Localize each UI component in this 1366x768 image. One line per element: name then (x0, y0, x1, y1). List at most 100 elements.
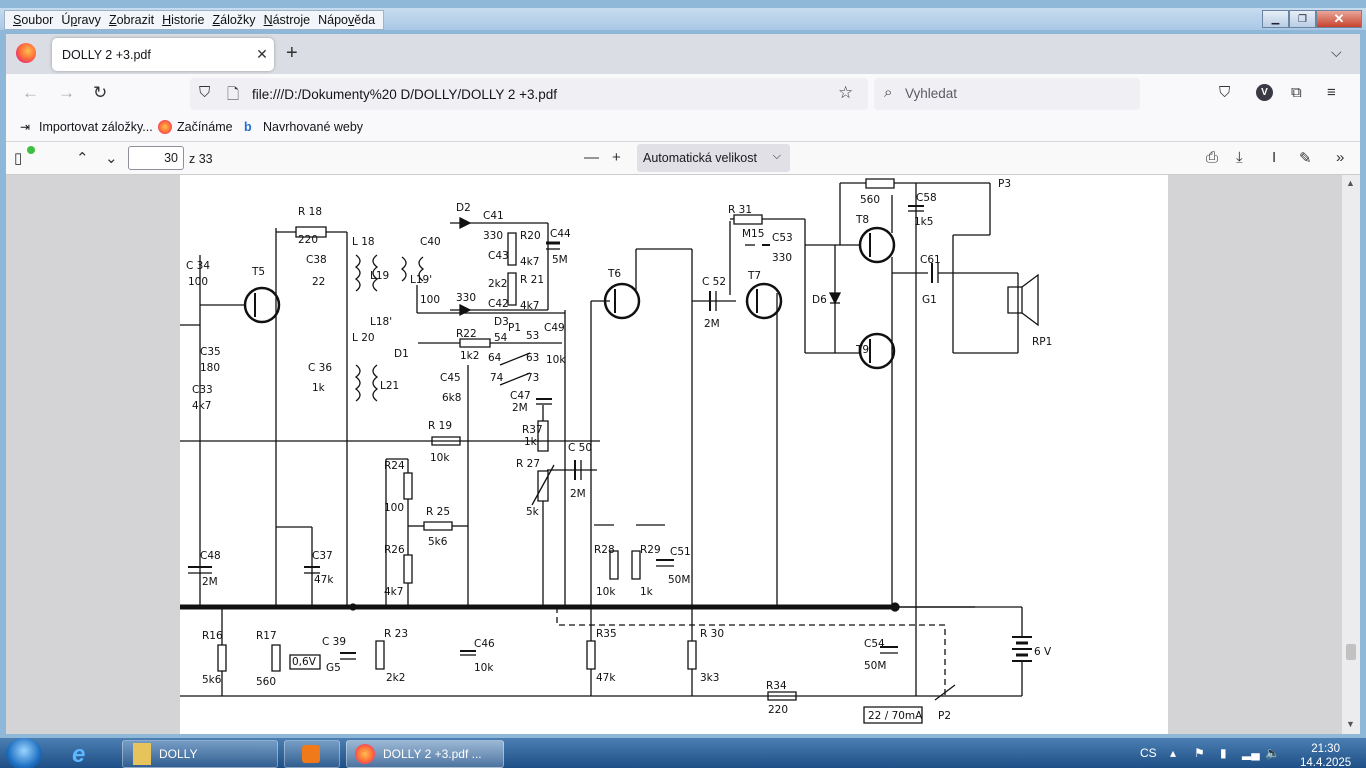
forward-arrow-icon[interactable]: → (58, 83, 75, 102)
bookmark-import[interactable]: ⇥ Importovat záložky... (20, 120, 153, 134)
taskbar-item-media[interactable] (284, 740, 340, 768)
hamburger-menu-icon[interactable]: ≡ (1327, 84, 1336, 101)
network-signal-icon[interactable]: ▂▄ (1242, 746, 1260, 760)
bookmark-getting-started-label: Začínáme (177, 120, 233, 134)
show-hidden-icons-icon[interactable]: ▴ (1170, 746, 1177, 760)
restore-button[interactable]: ❐ (1289, 10, 1316, 28)
schematic-label: 5M (552, 254, 568, 266)
bookmark-star-icon[interactable]: ☆ (838, 83, 854, 102)
scrollbar-thumb[interactable] (1346, 644, 1356, 660)
import-icon: ⇥ (20, 120, 31, 134)
schematic-label: 1k (640, 586, 654, 598)
draw-pen-icon[interactable]: ✎ (1299, 150, 1312, 167)
minimize-button[interactable]: ▁ (1262, 10, 1289, 28)
schematic-label: 10k (430, 452, 450, 464)
menu-bookmarks[interactable]: Záložky (212, 13, 256, 27)
pocket-icon[interactable]: ⛉ (1219, 84, 1231, 101)
battery-icon[interactable]: ▮ (1220, 746, 1227, 760)
schematic-label: R29 (640, 544, 661, 556)
taskbar-item-firefox[interactable]: DOLLY 2 +3.pdf ... (346, 740, 504, 768)
schematic-label: 5k6 (428, 536, 448, 548)
close-window-button[interactable]: ✕ (1316, 10, 1362, 28)
start-button[interactable] (6, 738, 42, 768)
taskbar-item-folder[interactable]: DOLLY (122, 740, 278, 768)
schematic-label: L18' (370, 316, 392, 328)
schematic-label: 5k (526, 506, 540, 518)
close-tab-icon[interactable]: ✕ (256, 46, 268, 62)
firefox-icon (355, 744, 375, 764)
print-icon[interactable]: ⎙ (1206, 149, 1219, 166)
menu-edit[interactable]: Úpravy (61, 13, 101, 27)
internet-explorer-icon[interactable]: e (72, 741, 86, 768)
extensions-icon[interactable]: ⧉ (1291, 84, 1302, 101)
reload-icon[interactable]: ↻ (93, 83, 108, 102)
menu-view[interactable]: Zobrazit (108, 13, 155, 27)
schematic-label: 64 (488, 352, 502, 364)
media-player-icon (302, 745, 320, 763)
menu-bar: Soubor Úpravy Zobrazit Historie Záložky … (4, 10, 385, 30)
schematic-label: C51 (670, 546, 691, 558)
tab-pdf[interactable]: DOLLY 2 +3.pdf ✕ (52, 38, 274, 71)
text-cursor-icon[interactable]: I (1272, 149, 1277, 166)
account-avatar[interactable]: V (1256, 84, 1273, 101)
zoom-select[interactable]: Automatická velikost ⌵ (637, 144, 790, 172)
zoom-out-icon[interactable]: — (584, 149, 599, 166)
bookmark-getting-started[interactable]: Začínáme (158, 120, 233, 134)
nav-bar: ← → ↻ ⛉ 🗋 file:///D:/Dokumenty%20 D/DOLL… (6, 74, 1360, 114)
bookmark-import-label: Importovat záložky... (39, 120, 153, 134)
schematic-label: T6 (607, 268, 621, 280)
action-center-flag-icon[interactable]: ⚑ (1194, 746, 1205, 760)
system-clock[interactable]: 21:30 14.4.2025 (1300, 742, 1351, 768)
schematic-label: 6 V (1034, 646, 1052, 658)
back-arrow-icon[interactable]: ← (22, 83, 39, 102)
schematic-label: 1k2 (460, 350, 479, 362)
page-number-input[interactable]: 30 (128, 146, 184, 170)
schematic-label: 100 (188, 276, 208, 288)
clock-date: 14.4.2025 (1300, 757, 1352, 768)
shield-icon[interactable]: ⛉ (199, 84, 211, 101)
save-icon[interactable]: ⤓ (1236, 149, 1243, 166)
menu-file[interactable]: Soubor (13, 13, 54, 27)
schematic-label: C 36 (308, 362, 332, 374)
schematic-label: 100 (384, 502, 404, 514)
scroll-down-icon[interactable]: ▼ (1346, 719, 1355, 729)
schematic-label: C 34 (186, 260, 210, 272)
scroll-up-icon[interactable]: ▲ (1346, 178, 1355, 188)
menu-history[interactable]: Historie (162, 13, 205, 27)
previous-page-icon[interactable]: ⌃ (76, 150, 89, 167)
list-tabs-chevron-icon[interactable]: ⌵ (1331, 44, 1342, 60)
schematic-label: R28 (594, 544, 615, 556)
url-text[interactable]: file:///D:/Dokumenty%20 D/DOLLY/DOLLY 2 … (252, 86, 558, 102)
page-icon[interactable]: 🗋 (227, 86, 240, 103)
volume-icon[interactable]: 🔈 (1265, 746, 1280, 760)
next-page-icon[interactable]: ⌄ (105, 150, 118, 167)
vertical-scrollbar[interactable]: ▲ ▼ (1342, 175, 1360, 734)
schematic-label: C35 (200, 346, 221, 358)
tools-expand-icon[interactable]: » (1336, 149, 1345, 166)
schematic-label: 50M (864, 660, 886, 672)
schematic-label: 47k (596, 672, 616, 684)
search-input[interactable]: ⌕ Vyhledat (874, 78, 1140, 110)
menu-tools[interactable]: Nástroje (263, 13, 311, 27)
firefox-view-icon[interactable] (16, 43, 36, 63)
schematic-label: C40 (420, 236, 441, 248)
window-controls: ▁ ❐ ✕ (1262, 10, 1362, 28)
zoom-in-icon[interactable]: + (612, 149, 621, 166)
schematic-label: L19' (410, 274, 432, 286)
sidebar-toggle-icon[interactable]: ▯ (14, 150, 23, 167)
new-tab-icon[interactable]: + (286, 42, 298, 64)
schematic-label: 2M (704, 318, 720, 330)
schematic-label: R 21 (520, 274, 544, 286)
schematic-label: R 19 (428, 420, 452, 432)
language-indicator[interactable]: CS (1140, 746, 1157, 760)
schematic-label: R17 (256, 630, 277, 642)
schematic-label: C33 (192, 384, 213, 396)
url-bar[interactable]: ⛉ 🗋 file:///D:/Dokumenty%20 D/DOLLY/DOLL… (190, 78, 868, 110)
schematic-label: C45 (440, 372, 461, 384)
schematic-label: 50M (668, 574, 690, 586)
bookmark-suggested-sites[interactable]: b Navrhované weby (244, 120, 363, 134)
schematic-label: 5k6 (202, 674, 222, 686)
page-count: z 33 (189, 152, 213, 166)
menu-help[interactable]: Nápověda (318, 13, 376, 27)
